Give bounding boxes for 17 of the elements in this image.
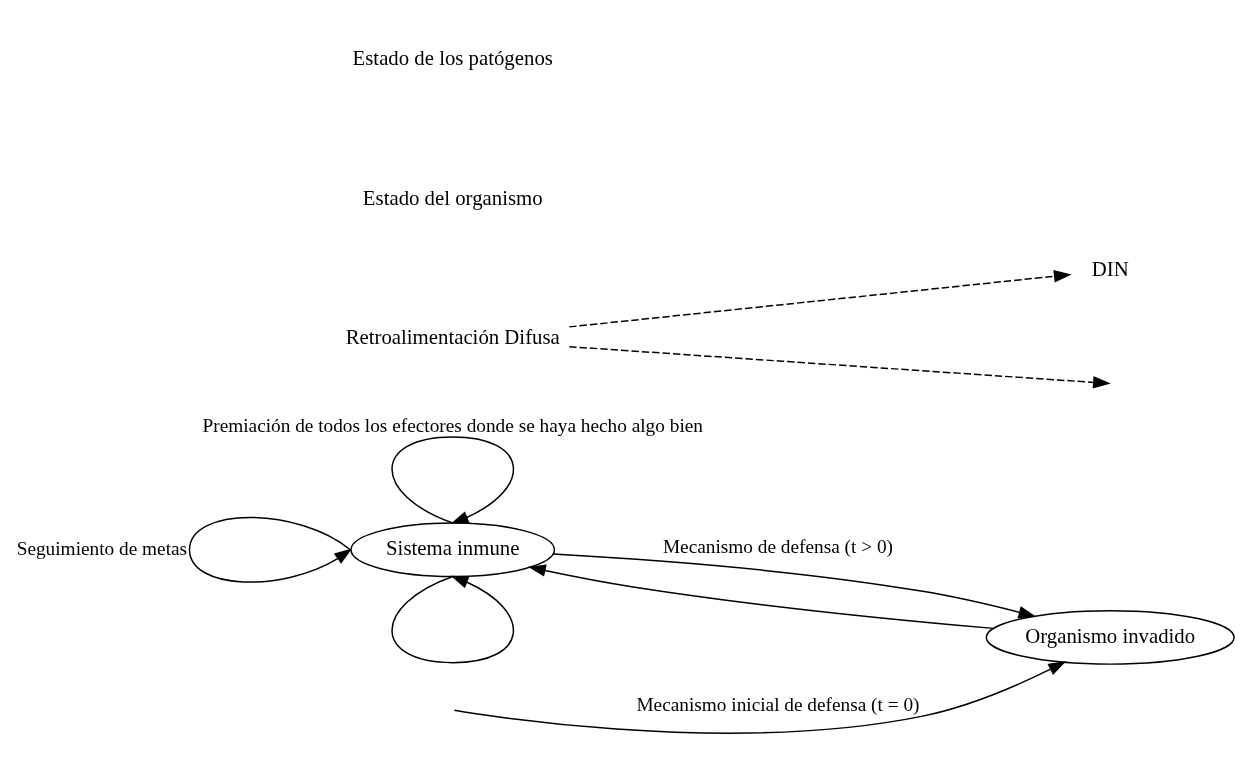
node-ellipse: Organismo invadido	[985, 609, 1235, 665]
edge-label: Seguimiento de metas	[16, 537, 188, 559]
arrow	[568, 270, 1072, 328]
node-text: DIN	[1091, 257, 1129, 281]
edge-label: Mecanismo de defensa (t > 0)	[662, 536, 893, 558]
label: Estado del organismo	[362, 185, 543, 209]
arrow	[391, 575, 514, 664]
arrow	[552, 553, 1037, 619]
arrow	[453, 661, 1067, 734]
arrow	[188, 516, 353, 583]
edge-label: Mecanismo inicial de defensa (t = 0)	[636, 693, 920, 715]
arrow	[391, 436, 514, 524]
node-text: Retroalimentación Difusa	[345, 325, 560, 349]
arrow	[568, 345, 1111, 389]
arrow	[527, 564, 995, 630]
edge-label: Premiación de todos los efectores donde se haya hecho algo bien	[202, 414, 703, 436]
label: Estado de los patógenos	[352, 46, 553, 70]
